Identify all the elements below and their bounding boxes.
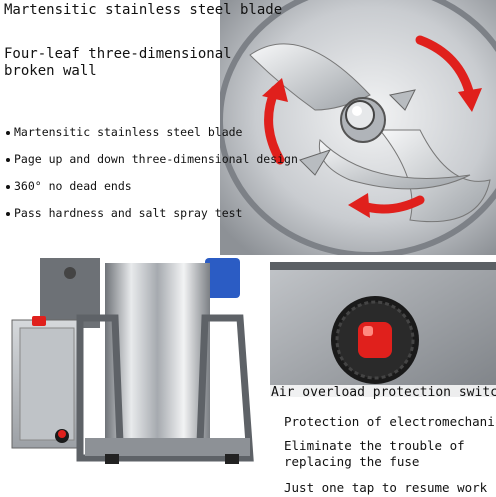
bullet-dot-icon [6, 211, 10, 216]
feature-protection: Protection of electromechanical [284, 414, 496, 429]
bullet-text: Pass hardness and salt spray test [14, 206, 243, 220]
machine-photo [0, 258, 266, 488]
page-subtitle: Four-leaf three-dimensional broken wall [4, 46, 232, 79]
feature-fuse: Eliminate the trouble of replacing the f… [284, 438, 465, 469]
bullet-text: 360° no dead ends [14, 179, 132, 193]
bullet-4: Pass hardness and salt spray test [6, 206, 242, 220]
bullet-dot-icon [6, 184, 10, 189]
bullet-1: Martensitic stainless steel blade [6, 125, 242, 139]
bullet-dot-icon [6, 130, 10, 135]
bullet-text: Martensitic stainless steel blade [14, 125, 243, 139]
page-title: Martensitic stainless steel blade [4, 2, 283, 18]
feature-resume: Just one tap to resume work [284, 480, 488, 495]
switch-label: Air overload protection switch [269, 385, 496, 400]
bullet-3: 360° no dead ends [6, 179, 132, 193]
bullet-dot-icon [6, 157, 10, 162]
bullet-2: Page up and down three-dimensional desig… [6, 152, 298, 166]
switch-photo [270, 262, 496, 397]
blade-photo [220, 0, 496, 255]
bullet-text: Page up and down three-dimensional desig… [14, 152, 298, 166]
